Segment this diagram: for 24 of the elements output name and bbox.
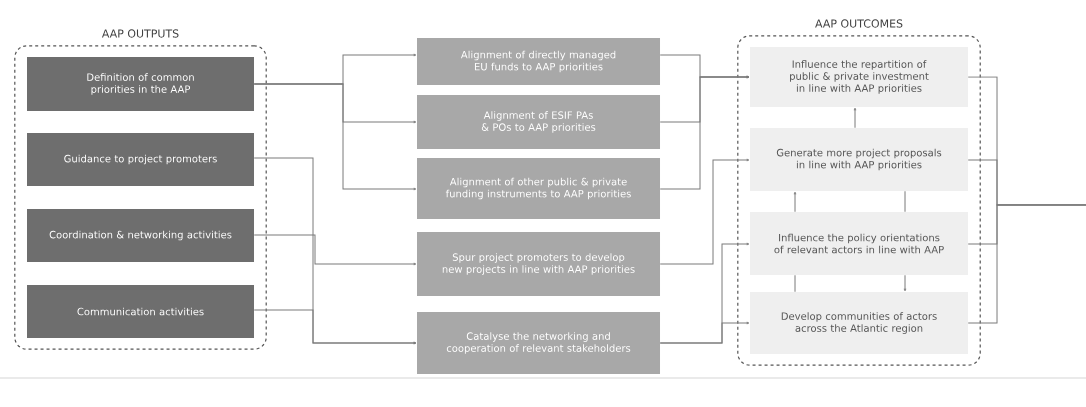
arrow: [253, 309, 417, 345]
group-heading: AAP OUTPUTS: [101, 29, 179, 38]
arrow: [253, 83, 417, 191]
outcome-box: Develop communities of actors across the Atlantic region: [750, 292, 968, 354]
activity-box: Catalyse the networking and cooperation of relevant stakeholders: [417, 312, 660, 374]
activity-box: Spur project promoters to develop new projects in line with AAP priorities: [417, 232, 660, 296]
activity-box: Alignment of directly managed EU funds to AAP priorities: [417, 38, 660, 85]
activity-box: Alignment of ESIF PAs & POs to AAP priorities: [417, 95, 660, 149]
output-box: Communication activities: [27, 285, 254, 338]
outcome-box: Influence the policy orientations of relevant actors in line with AAP: [750, 212, 968, 275]
outcome-box: Generate more project proposals in line with AAP priorities: [750, 128, 968, 191]
arrow: [659, 158, 750, 265]
arrow: [853, 107, 857, 129]
arrow: [793, 191, 797, 213]
outcome-box: Influence the repartition of public & private investment in line with AAP priorities: [750, 47, 968, 107]
arrow: [903, 274, 907, 292]
output-box: Guidance to project promoters: [27, 133, 254, 186]
arrow: [253, 234, 417, 266]
activity-box: Alignment of other public & private funding instruments to AAP priorities: [417, 158, 660, 219]
output-box: Coordination & networking activities: [27, 209, 254, 262]
arrow: [659, 75, 750, 190]
output-box: Definition of common priorities in the AAP: [27, 57, 254, 111]
arrow: [659, 321, 750, 344]
group-heading: AAP OUTCOMES: [815, 19, 903, 28]
